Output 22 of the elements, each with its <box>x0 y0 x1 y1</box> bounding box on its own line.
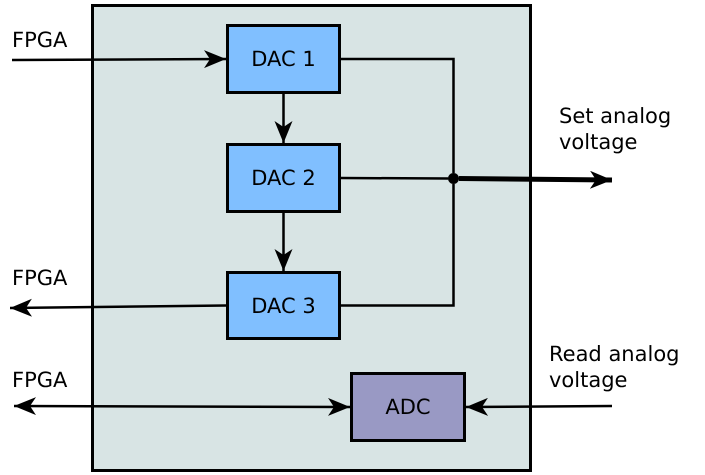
signal-label: FPGA <box>12 265 68 291</box>
block-box <box>226 143 341 213</box>
arrow <box>14 397 350 416</box>
block-box <box>226 24 341 94</box>
junction-dot <box>448 173 459 184</box>
arrow <box>274 94 292 143</box>
arrow <box>466 398 612 416</box>
signal-label: Read analog voltage <box>549 341 681 393</box>
block-label: DAC 2 <box>251 166 316 190</box>
signal-label: FPGA <box>12 367 68 393</box>
arrow <box>458 170 612 189</box>
arrow <box>274 213 292 271</box>
block-label: ADC <box>385 395 431 419</box>
signal-label: FPGA <box>12 27 68 53</box>
panel-background <box>91 4 532 472</box>
block-label: DAC 1 <box>251 47 316 71</box>
block-box <box>350 372 466 442</box>
arrow <box>10 298 226 317</box>
block-box <box>226 271 341 340</box>
arrow <box>12 50 226 68</box>
block-label: DAC 3 <box>251 294 316 318</box>
signal-label: Set analog voltage <box>559 103 672 155</box>
